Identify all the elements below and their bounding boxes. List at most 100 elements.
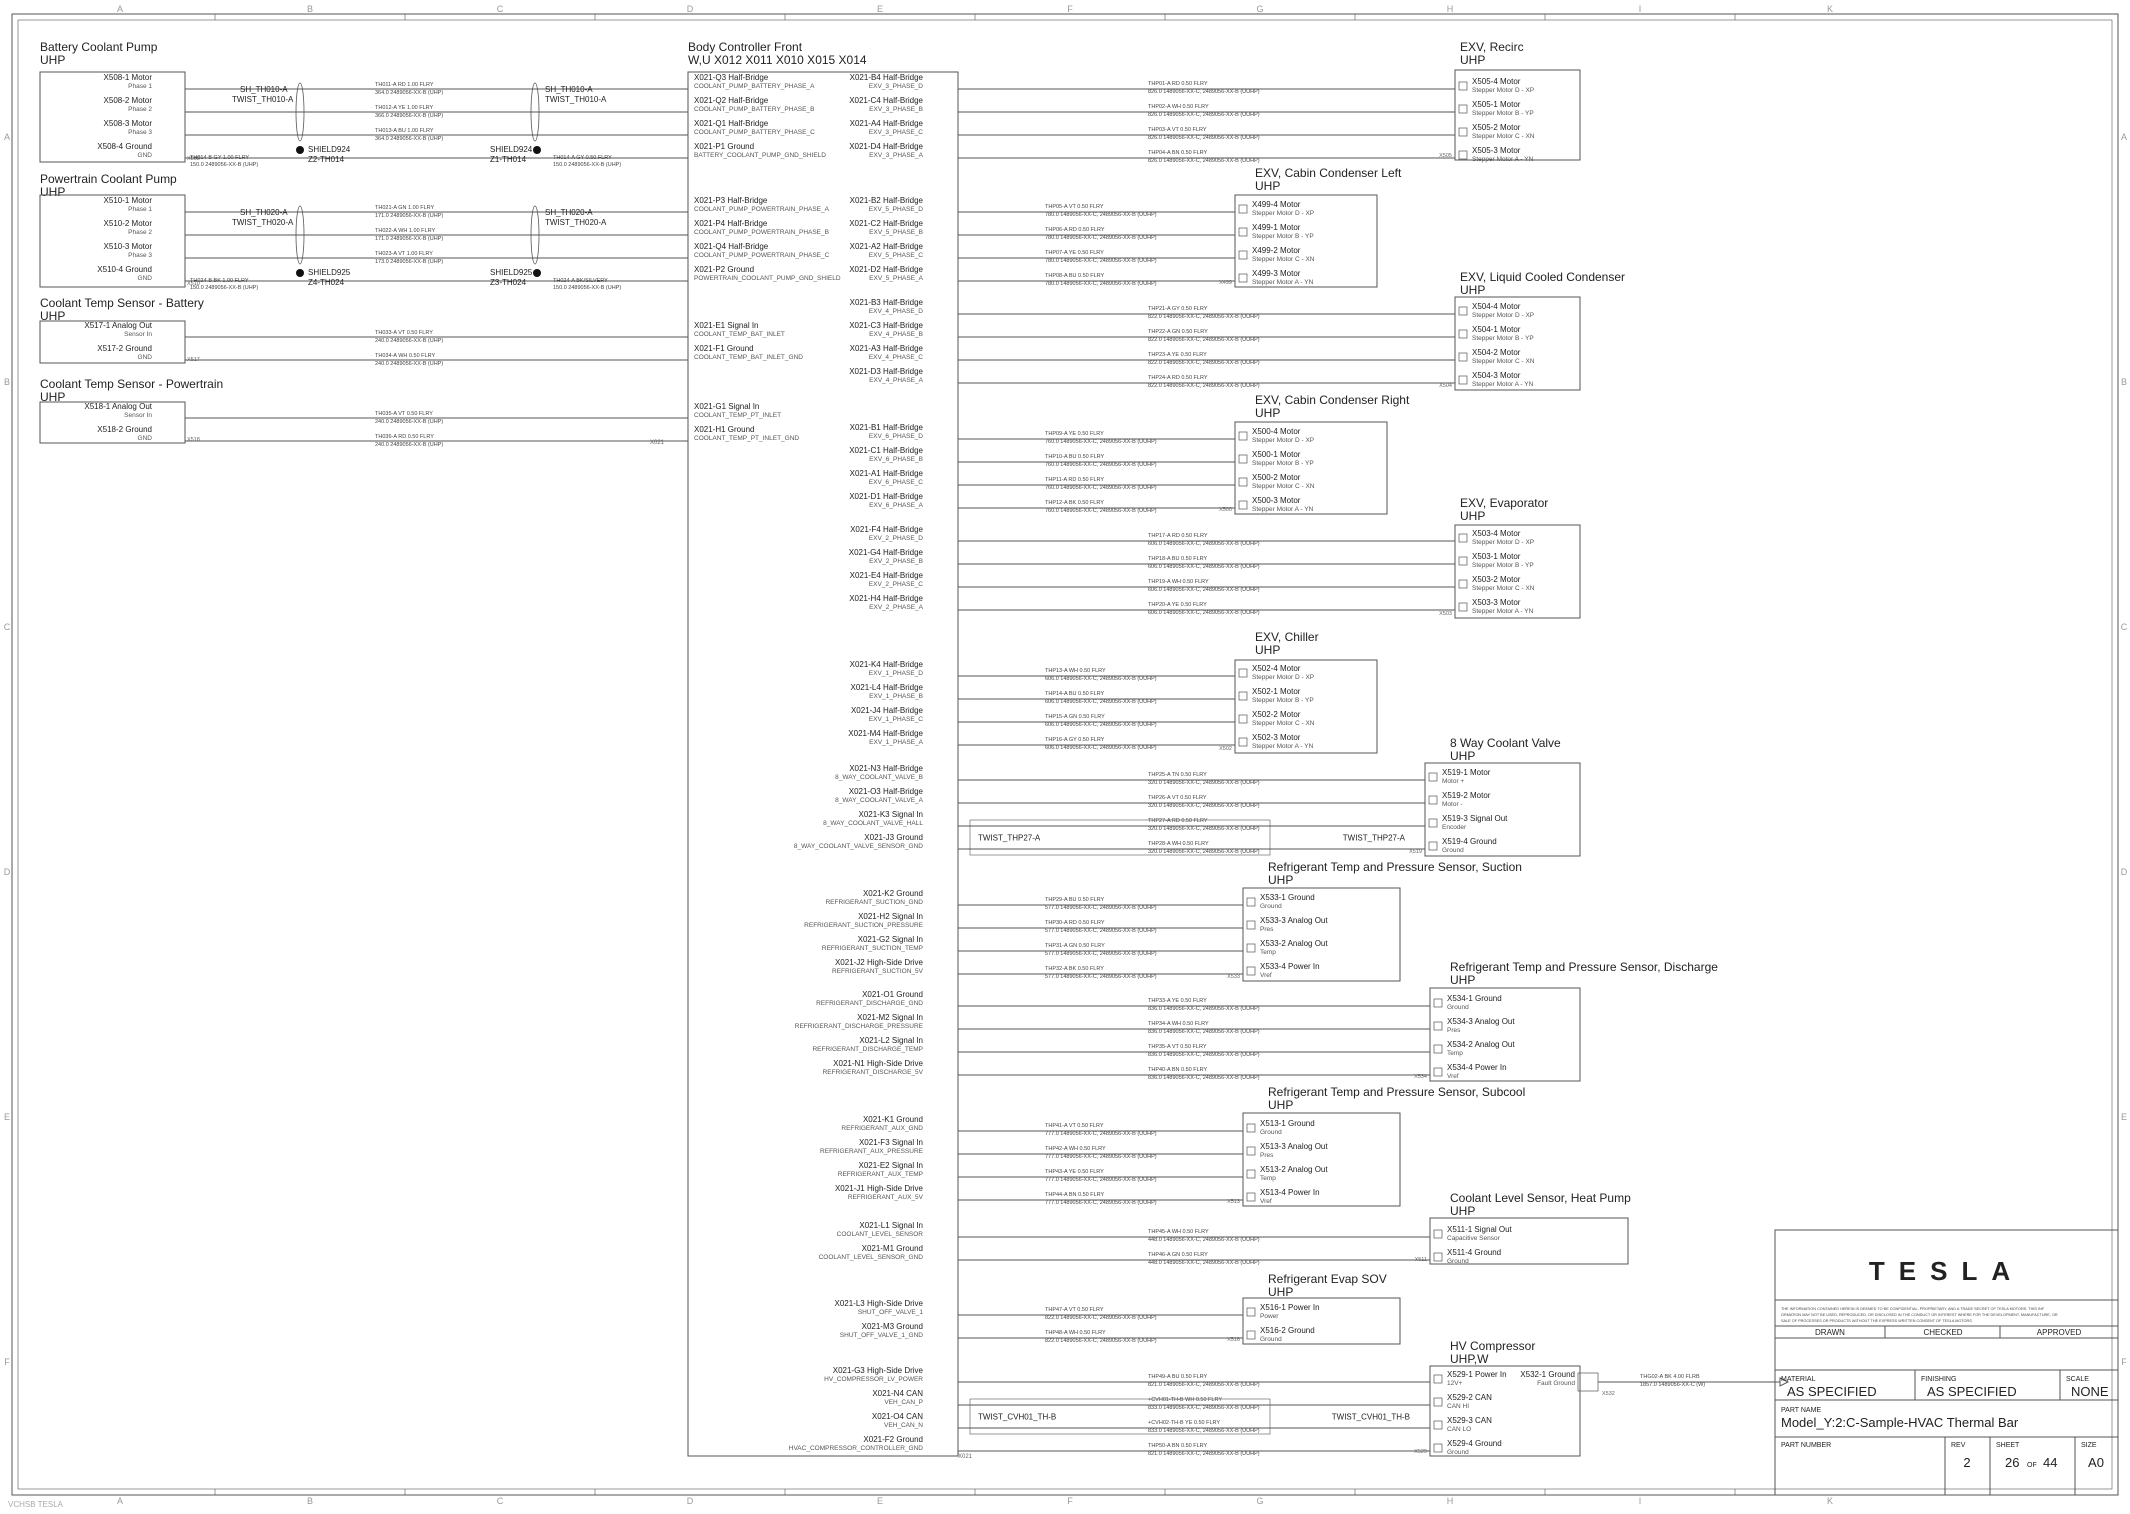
controller-pin-label: X021-K2 Ground [863, 889, 923, 898]
pin-checkbox [1433, 1420, 1443, 1430]
wire-spec: 577.0 1489056-XX-C, 2489056-XX-B (UUHP) [1045, 928, 1157, 934]
pin-checkbox [1246, 1169, 1256, 1179]
pin-sub: Phase 3 [128, 129, 152, 136]
confidential-notice: THE INFORMATION CONTAINED HEREIN IS DEEM… [1781, 1307, 2045, 1311]
wire-spec: THP19-A WH 0.50 FLRY [1148, 579, 1209, 585]
shield-label: Z3-TH024 [490, 278, 527, 287]
controller-pin-sub: REFRIGERANT_DISCHARGE_PRESSURE [795, 1023, 924, 1030]
controller-pin-label: X021-G3 High-Side Drive [833, 1366, 924, 1375]
wire-spec: 780.0 1489056-XX-C, 2489056-XX-B (UUHP) [1045, 212, 1157, 218]
device-sub: UHP [1460, 283, 1485, 297]
controller-pin-label: X021-M4 Half-Bridge [848, 729, 923, 738]
pin-checkbox [1246, 1146, 1256, 1156]
device-connector-box [39, 320, 186, 364]
pin-label: X529-3 CAN [1447, 1416, 1492, 1425]
pin-label: X508-2 Motor [104, 96, 153, 105]
device-sub: UHP [1268, 1098, 1293, 1112]
shield-ellipse [530, 205, 540, 265]
pin-label: X519-4 Ground [1442, 837, 1497, 846]
wire-spec: 836.0 1489056-XX-C, 2489056-XX-B (UUHP) [1148, 1029, 1260, 1035]
pin-label: X529-2 CAN [1447, 1393, 1492, 1402]
wire-spec: 240.0 2489056-XX-B (UHP) [375, 442, 443, 448]
pin-sub: Stepper Motor B - YP [1472, 335, 1534, 342]
tb-drawn: DRAWN [1815, 1328, 1845, 1337]
pin-label: X533-2 Analog Out [1260, 939, 1328, 948]
wire-spec: 833.0 1489056-XX-C, 2489056-XX-B (UUHP) [1148, 1428, 1260, 1434]
grid-col-top: G [1256, 4, 1263, 14]
controller-pin-label: X021-G2 Signal In [858, 935, 923, 944]
grid-col-bottom: C [497, 1496, 504, 1506]
pin-label: X532-1 Ground [1520, 1370, 1575, 1379]
grid-row-left: F [4, 1357, 10, 1367]
shield-ellipse [530, 82, 540, 142]
controller-pin-sub: HV_COMPRESSOR_LV_POWER [824, 1376, 923, 1383]
shield-label: SHIELD925 [490, 268, 533, 277]
controller-pin-sub: 8_WAY_COOLANT_VALVE_HALL [823, 820, 923, 827]
pin-sub: Stepper Motor A - YN [1252, 743, 1314, 750]
grid-col-bottom: H [1447, 1496, 1454, 1506]
wire-spec: THP40-A BN 0.50 FLRY [1148, 1067, 1208, 1073]
arrow-terminal [1779, 1377, 1790, 1387]
controller-pin-label: X021-L3 High-Side Drive [835, 1299, 924, 1308]
pin-checkbox [1458, 104, 1468, 114]
pin-label: X500-2 Motor [1252, 473, 1301, 482]
conn-tag: X510 [187, 281, 200, 287]
tb-part-name: Model_Y:2:C-Sample-HVAC Thermal Bar [1781, 1415, 2019, 1430]
pin-sub: GND [138, 152, 153, 159]
pin-label: X502-3 Motor [1252, 733, 1301, 742]
tb-finishing-label: FINISHING [1921, 1376, 1956, 1383]
confidential-notice-2: ORMATION MAY NOT BE USED, REPRODUCED, OR… [1781, 1313, 2058, 1317]
pin-sub: Stepper Motor D - XP [1252, 210, 1314, 217]
pin-sub: Stepper Motor A - YN [1252, 279, 1314, 286]
pin-checkbox [1238, 668, 1248, 678]
conn-tag: X508 [187, 156, 200, 162]
shield-dot [533, 269, 541, 277]
controller-pin-label: X021-J1 High-Side Drive [835, 1184, 924, 1193]
controller-pin-label: X021-F3 Signal In [859, 1138, 923, 1147]
conn-tag: X502 [1219, 746, 1232, 752]
grid-col-top: B [307, 4, 313, 14]
pin-label: X503-4 Motor [1472, 529, 1521, 538]
device-connector-box [1424, 762, 1581, 857]
controller-pin-label: X021-Q3 Half-Bridge [694, 73, 769, 82]
wire-spec: 836.0 1489056-XX-C, 2489056-XX-B (UUHP) [1148, 1006, 1260, 1012]
controller-pin-sub: REFRIGERANT_DISCHARGE_TEMP [812, 1046, 923, 1053]
controller-pin-sub: EXV_2_PHASE_A [869, 604, 924, 611]
pin-checkbox [1433, 1067, 1443, 1077]
pin-checkbox [1246, 897, 1256, 907]
pin-checkbox [1238, 250, 1248, 260]
device-connector-box [1454, 524, 1581, 619]
pin-label: X511-1 Signal Out [1447, 1225, 1513, 1234]
controller-pin-label: X021-P2 Ground [694, 265, 754, 274]
body-controller-box [687, 71, 959, 1457]
device-connector-box [1234, 659, 1378, 754]
wire-spec: TH012-A YE 1.00 FLRY [375, 105, 434, 111]
wire-spec: 150.0 2489056-XX-B (UHP) [190, 285, 258, 291]
pin-sub: Stepper Motor B - YP [1252, 697, 1314, 704]
controller-pin-label: X021-B3 Half-Bridge [850, 298, 924, 307]
controller-pin-label: X021-Q2 Half-Bridge [694, 96, 769, 105]
twist-label: TWIST_CVH01_TH-B [978, 1413, 1056, 1422]
controller-pin-label: X021-J4 Half-Bridge [851, 706, 924, 715]
tb-part-name-label: PART NAME [1781, 1407, 1821, 1414]
controller-pin-label: X021-O3 Half-Bridge [849, 787, 924, 796]
pin-sub: Power [1260, 1313, 1279, 1320]
controller-pin-label: X021-K3 Signal In [859, 810, 924, 819]
wire-spec: 606.0 1489056-XX-C, 2489056-XX-B (UUHP) [1148, 610, 1260, 616]
shield-label: SHIELD924 [490, 145, 533, 154]
pin-label: X505-1 Motor [1472, 100, 1521, 109]
controller-pin-sub: POWERTRAIN_COOLANT_PUMP_GND_SHIELD [694, 275, 841, 282]
wire-spec: TH024-A BK/SILVERY [553, 278, 608, 284]
pin-label: X505-3 Motor [1472, 146, 1521, 155]
wire-spec: THP25-A TN 0.50 FLRY [1148, 772, 1207, 778]
wire-spec: 821.0 1489056-XX-C, 2489056-XX-B (UUHP) [1148, 1451, 1260, 1457]
pin-sub: Stepper Motor A - YN [1472, 156, 1534, 163]
device-title: EXV, Evaporator [1460, 496, 1548, 510]
controller-pin-sub: EXV_1_PHASE_B [869, 693, 923, 700]
grid-row-left: D [4, 867, 11, 877]
wire-spec: 836.0 1489056-XX-C, 2489056-XX-B (UUHP) [1148, 1052, 1260, 1058]
pin-sub: Phase 3 [128, 252, 152, 259]
wire-spec: 826.0 1489056-XX-C, 2489056-XX-B (UUHP) [1148, 135, 1260, 141]
inner-border [17, 19, 2113, 1490]
controller-pin-label: X021-M1 Ground [862, 1244, 923, 1253]
